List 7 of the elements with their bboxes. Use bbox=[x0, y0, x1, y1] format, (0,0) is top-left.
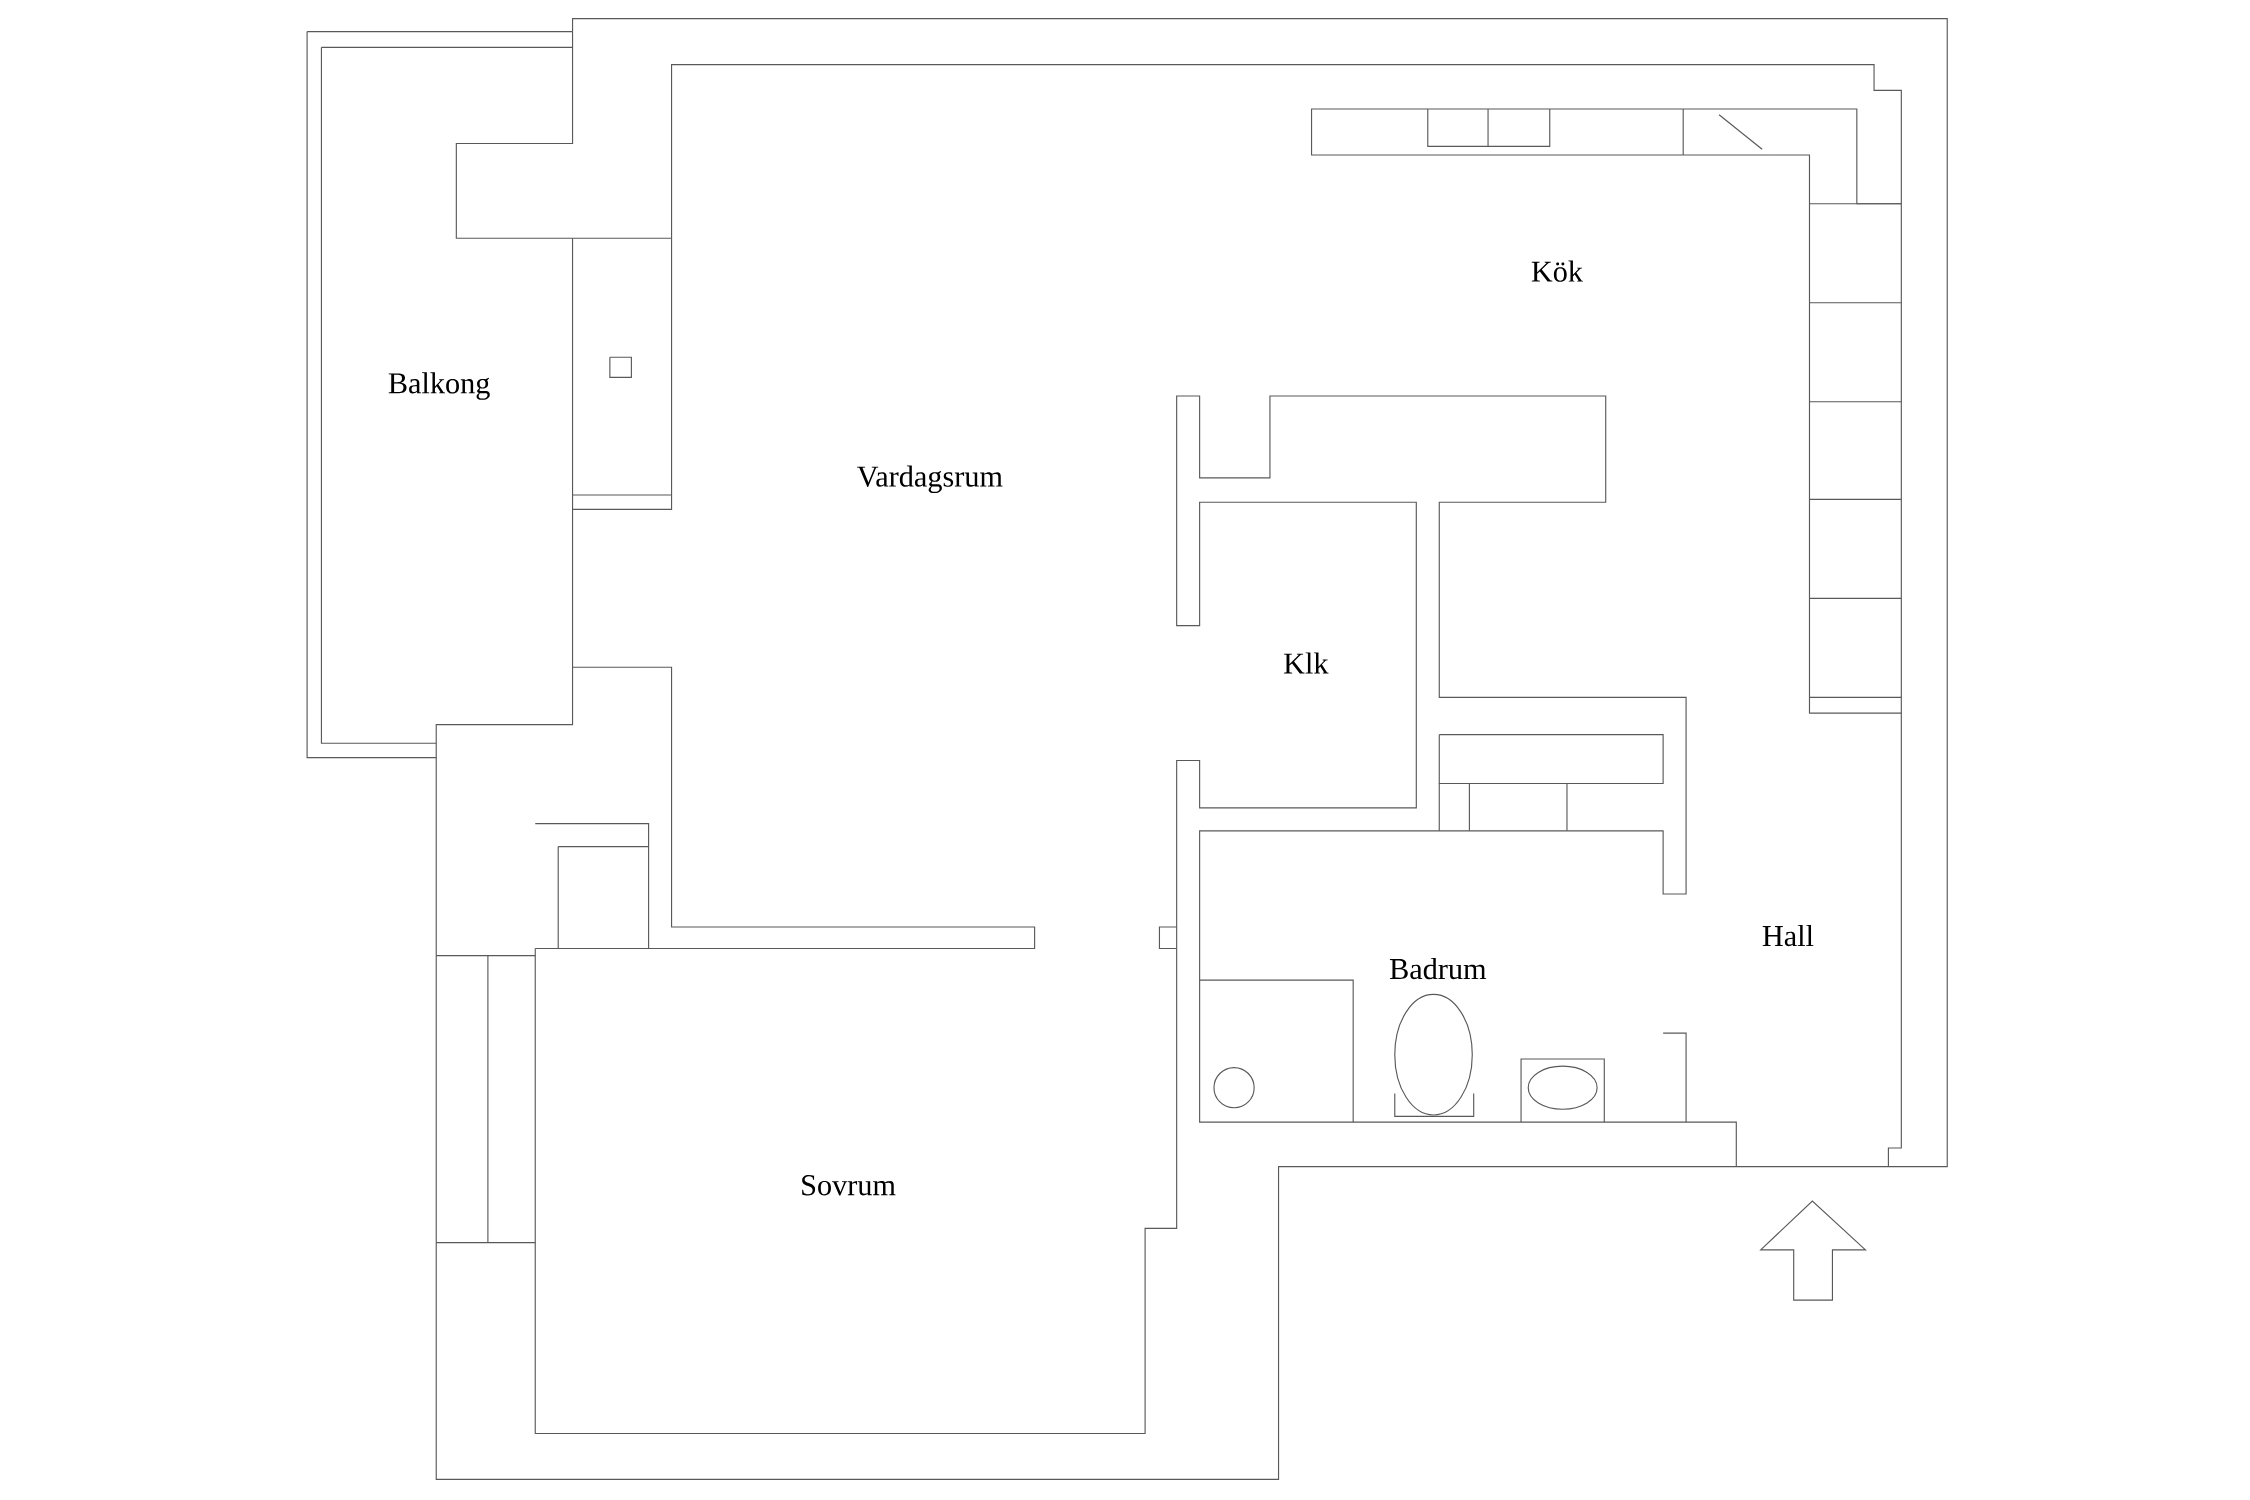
room-label: Klk bbox=[1284, 652, 1329, 674]
room-label: Vardagsrum bbox=[857, 465, 1003, 494]
room-label: Hall bbox=[1762, 925, 1814, 947]
room-label: Kök bbox=[1531, 260, 1583, 283]
room-label: Balkong bbox=[388, 372, 490, 400]
room-label: Badrum bbox=[1389, 958, 1487, 980]
room-label: Sovrum bbox=[802, 1175, 896, 1196]
